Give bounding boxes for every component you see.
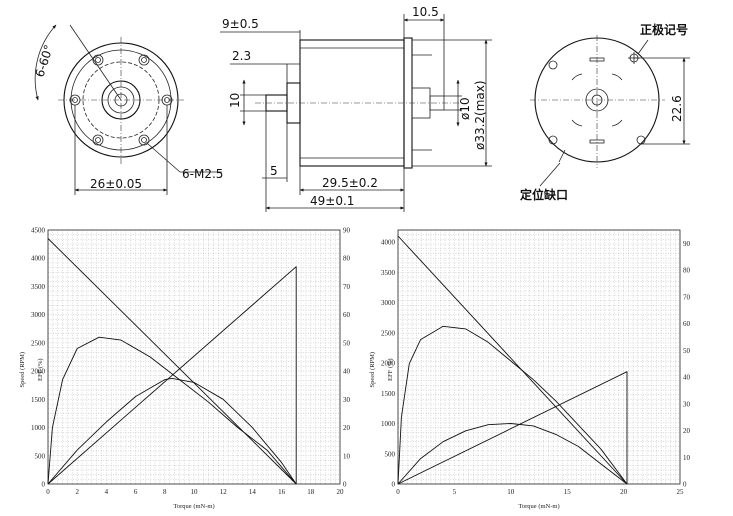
y-tick-label: 2000	[31, 368, 46, 376]
y-axis-label: Speed (RPM)	[369, 352, 376, 388]
y2-tick-label: 30	[343, 396, 351, 404]
y2-tick-label: 40	[683, 374, 691, 382]
series-line-1	[47, 266, 297, 485]
y-tick-label: 500	[385, 450, 396, 458]
x-tick-label: 20	[337, 488, 345, 496]
y-tick-label: 0	[392, 481, 396, 489]
x-tick-label: 2	[75, 488, 79, 496]
x-tick-label: 25	[677, 488, 685, 496]
dim-step: 2.3	[232, 49, 251, 63]
dim-shaft-len: 5	[270, 164, 278, 178]
series-line-0	[47, 238, 297, 485]
dim-body-dia: ø33.2(max)	[473, 80, 487, 150]
y-tick-label: 2000	[381, 360, 396, 368]
dim-shaft-dia: ø10	[458, 97, 472, 120]
x-axis-label: Torque (mN-m)	[173, 503, 214, 510]
side-view: 9±0.5 2.3 10.5 10 ø10 ø33.2(max) 5 29.5±…	[220, 5, 492, 212]
y-tick-label: 1500	[31, 396, 46, 404]
dim-shaft-height: 10	[228, 93, 242, 108]
y-tick-label: 1000	[31, 424, 46, 432]
y-tick-label: 2500	[381, 329, 396, 337]
y2-tick-label: 20	[683, 427, 691, 435]
x-tick-label: 0	[396, 488, 400, 496]
mounting-holes	[69, 54, 173, 146]
front-view: 6-60° 6-M2.5 26±0.05	[33, 24, 223, 195]
x-tick-label: 16	[278, 488, 286, 496]
y2-tick-label: 10	[343, 452, 351, 460]
x-tick-label: 10	[191, 488, 199, 496]
rear-view: 正极记号 定位缺口 22.6	[520, 22, 690, 202]
y2-tick-label: 50	[343, 339, 351, 347]
y2-tick-label: 0	[683, 481, 687, 489]
y-tick-label: 4500	[31, 227, 46, 235]
series-line-3	[47, 336, 297, 485]
plot-frame	[397, 229, 681, 485]
x-tick-label: 10	[507, 488, 515, 496]
y2-tick-label: 0	[343, 481, 347, 489]
y2-axis-label: EFF (%)	[37, 358, 44, 381]
x-tick-label: 6	[134, 488, 138, 496]
dim-body-len: 29.5±0.2	[322, 176, 378, 190]
y2-tick-label: 30	[683, 400, 691, 408]
y-tick-label: 3500	[31, 283, 46, 291]
y2-axis-label: EFF (%)	[387, 358, 394, 381]
y2-tick-label: 60	[343, 311, 351, 319]
polarity-label: 正极记号	[640, 22, 688, 37]
x-axis-label: Torque (mN-m)	[518, 503, 559, 510]
y2-tick-label: 50	[683, 347, 691, 355]
y2-tick-label: 40	[343, 368, 351, 376]
y2-tick-label: 20	[343, 424, 351, 432]
dim-vertical: 22.6	[670, 95, 684, 122]
y-tick-label: 4000	[31, 255, 46, 263]
series-line-1	[397, 371, 628, 485]
series-line-2	[47, 377, 297, 485]
x-tick-label: 4	[105, 488, 109, 496]
y2-tick-label: 70	[683, 293, 691, 301]
series-line-0	[397, 235, 628, 485]
series-line-3	[397, 325, 628, 485]
y2-tick-label: 80	[343, 255, 351, 263]
y-tick-label: 3000	[381, 299, 396, 307]
y2-tick-label: 90	[343, 227, 351, 235]
bolt-circle-label: 26±0.05	[90, 177, 142, 191]
y2-tick-label: 60	[683, 320, 691, 328]
y2-tick-label: 90	[683, 240, 691, 248]
x-tick-label: 18	[307, 488, 315, 496]
plot-frame	[47, 229, 341, 485]
y-tick-label: 2500	[31, 339, 46, 347]
y-tick-label: 1500	[381, 390, 396, 398]
notch-label: 定位缺口	[520, 187, 568, 202]
y-tick-label: 1000	[381, 420, 396, 428]
x-tick-label: 15	[564, 488, 572, 496]
series-line-2	[397, 423, 628, 485]
x-tick-label: 5	[453, 488, 457, 496]
dim-top: 9±0.5	[222, 17, 259, 31]
x-tick-label: 0	[46, 488, 50, 496]
angle-label: 6-60°	[33, 43, 57, 79]
dim-total-len: 49±0.1	[310, 194, 354, 208]
x-tick-label: 20	[620, 488, 628, 496]
y2-tick-label: 10	[683, 454, 691, 462]
y2-tick-label: 80	[683, 267, 691, 275]
y-axis-label: Speed (RPM)	[19, 352, 26, 388]
y-tick-label: 3500	[381, 269, 396, 277]
y-tick-label: 0	[42, 481, 46, 489]
y-tick-label: 4000	[381, 239, 396, 247]
x-tick-label: 12	[220, 488, 228, 496]
dim-terminal: 10.5	[412, 5, 439, 19]
x-tick-label: 8	[163, 488, 167, 496]
y-tick-label: 500	[35, 452, 46, 460]
y2-tick-label: 70	[343, 283, 351, 291]
holes-label: 6-M2.5	[182, 167, 223, 181]
y-tick-label: 3000	[31, 311, 46, 319]
x-tick-label: 14	[249, 488, 257, 496]
